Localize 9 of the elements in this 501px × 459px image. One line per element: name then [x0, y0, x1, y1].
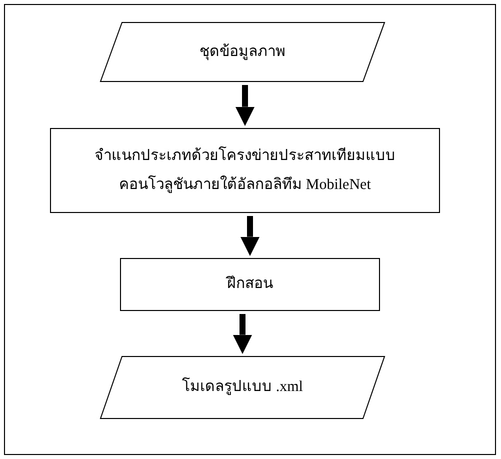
node-text: ชุดข้อมูลภาพ: [198, 42, 286, 62]
arrow: [232, 314, 252, 354]
process-box: [120, 258, 380, 311]
node-text: โมเดลรูปแบบ .xml: [181, 376, 304, 398]
process-box: [50, 128, 440, 213]
arrow: [235, 85, 255, 126]
node-text: จำแนกประเภทด้วยโครงข่ายประสาทเทียมแบบคอนโวลูชันภายใต้อัลกอลิทึม MobileNet: [94, 145, 396, 195]
arrow: [240, 216, 260, 256]
node-text: ฝึกสอน: [224, 274, 274, 294]
